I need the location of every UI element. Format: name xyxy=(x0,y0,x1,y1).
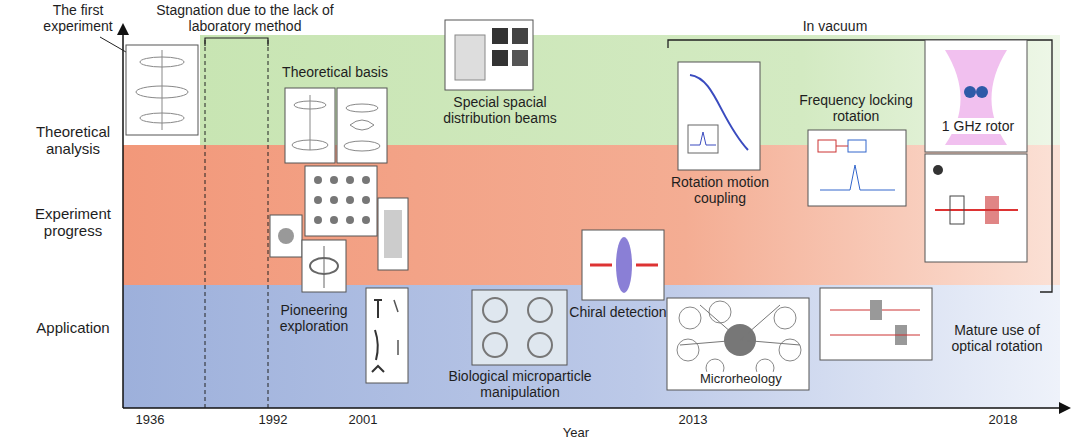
year-label: 1992 xyxy=(251,413,295,428)
annotation: Special spacial distribution beams xyxy=(420,94,580,126)
annotation: Microrheology xyxy=(698,372,782,387)
annotation: Biological microparticle manipulation xyxy=(430,368,610,400)
annotation: Chiral detection xyxy=(568,304,668,320)
row-label: Experiment progress xyxy=(28,205,118,240)
annotation: The first experiment xyxy=(32,2,124,34)
annotation: Rotation motion coupling xyxy=(660,174,780,206)
annotation: Mature use of optical rotation xyxy=(938,322,1056,354)
annotation: Theoretical basis xyxy=(270,64,400,80)
year-label: 1936 xyxy=(128,413,172,428)
annotation: Pioneering exploration xyxy=(264,302,364,334)
year-label: 2001 xyxy=(341,413,385,428)
row-label: Theoretical analysis xyxy=(28,123,118,158)
row-label: Application xyxy=(28,319,118,336)
year-label: 2013 xyxy=(671,413,715,428)
year-label: 2018 xyxy=(981,413,1025,428)
annotation: 1 GHz rotor xyxy=(936,118,1020,134)
annotation: Frequency locking rotation xyxy=(786,92,926,124)
annotation: Stagnation due to the lack of laboratory… xyxy=(140,2,350,34)
annotation: In vacuum xyxy=(790,18,880,34)
axis-title: Year xyxy=(552,426,600,441)
